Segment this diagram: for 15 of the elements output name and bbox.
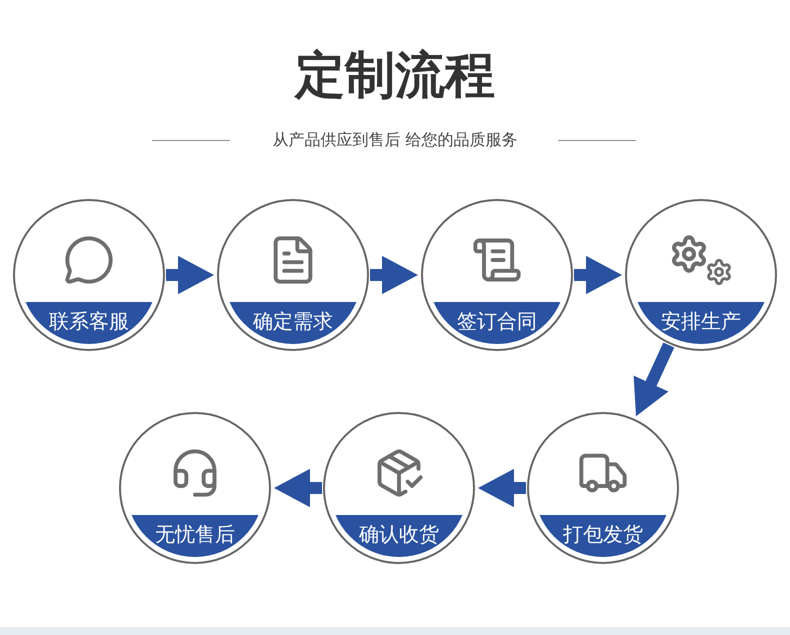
title: 定制流程 xyxy=(295,50,495,100)
arrow xyxy=(370,256,418,294)
step-label: 安排生产 xyxy=(661,309,741,333)
step-label: 打包发货 xyxy=(563,522,643,546)
step-label: 签订合同 xyxy=(457,309,537,333)
arrow xyxy=(478,468,526,508)
arrow xyxy=(166,256,214,294)
arrow xyxy=(574,256,622,294)
arrow xyxy=(274,468,322,508)
step-label: 确定需求 xyxy=(253,309,333,333)
arrow xyxy=(634,342,674,416)
step-label: 确认收货 xyxy=(359,522,439,546)
subtitle: 从产品供应到售后 给您的品质服务 xyxy=(272,130,518,150)
step-label: 无忧售后 xyxy=(155,522,235,546)
step-label: 联系客服 xyxy=(49,309,129,333)
